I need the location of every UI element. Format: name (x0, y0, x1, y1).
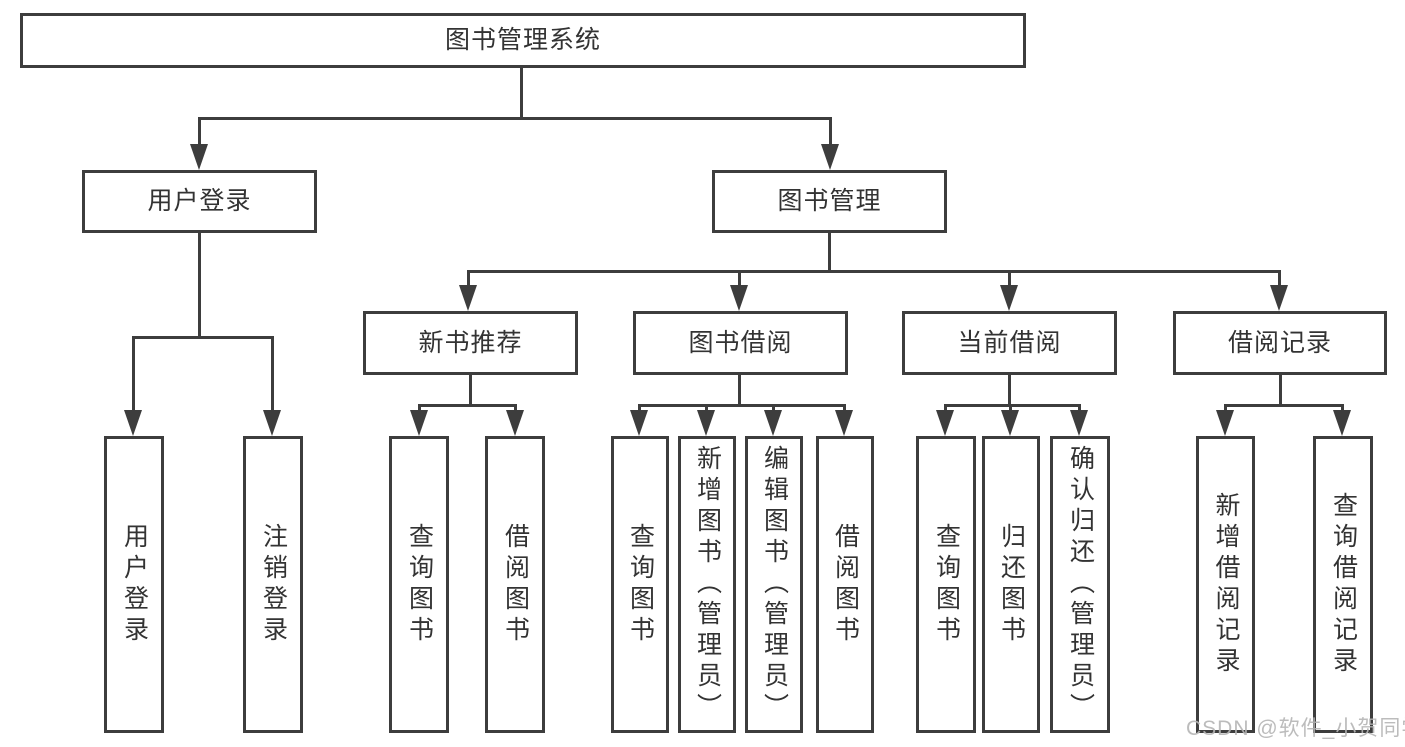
leaf-logout: 注销登录 (243, 436, 303, 733)
connector-line (944, 404, 1081, 407)
node-label: 新增借阅记录 (1212, 491, 1240, 678)
connector-line (638, 404, 641, 414)
node-label: 图书管理系统 (444, 26, 601, 54)
arrow-down-icon (263, 410, 281, 436)
arrow-down-icon (410, 410, 428, 436)
arrow-down-icon (835, 410, 853, 436)
node-label: 确认归还（管理员） (1066, 445, 1095, 724)
leaf-query-books-1: 查询图书 (389, 436, 449, 733)
leaf-add-borrow-record: 新增借阅记录 (1196, 436, 1255, 733)
arrow-down-icon (821, 144, 839, 170)
leaf-user-login: 用户登录 (104, 436, 164, 733)
arrow-down-icon (936, 410, 954, 436)
connector-line (467, 270, 1281, 273)
connector-line (1008, 374, 1011, 407)
arrow-down-icon (1070, 410, 1088, 436)
arrow-down-icon (1001, 410, 1019, 436)
arrow-down-icon (697, 410, 715, 436)
leaf-query-books-3: 查询图书 (916, 436, 976, 733)
leaf-confirm-return-admin: 确认归还（管理员） (1050, 436, 1110, 733)
arrow-down-icon (190, 144, 208, 170)
connector-line (198, 232, 201, 339)
node-label: 编辑图书（管理员） (760, 445, 789, 724)
node-label: 查询图书 (626, 522, 655, 647)
connector-line (1224, 404, 1227, 414)
arrow-down-icon (506, 410, 524, 436)
watermark: CSDN @软件_小贺同学 (1186, 717, 1405, 740)
connector-line (1278, 270, 1281, 287)
leaf-query-books-2: 查询图书 (611, 436, 669, 733)
connector-line (271, 336, 274, 412)
node-label: 归还图书 (997, 522, 1026, 647)
connector-line (772, 404, 775, 414)
node-label: 查询图书 (405, 522, 434, 647)
node-label: 图书管理 (777, 187, 882, 215)
connector-line (828, 232, 831, 273)
arrow-down-icon (764, 410, 782, 436)
node-label: 注销登录 (259, 522, 288, 647)
node-label: 用户登录 (120, 522, 149, 647)
node-library-management-system: 图书管理系统 (20, 13, 1026, 68)
node-label: 新增图书（管理员） (693, 445, 722, 724)
leaf-borrow-books-1: 借阅图书 (485, 436, 545, 733)
node-label: 新书推荐 (418, 328, 523, 357)
connector-line (638, 404, 846, 407)
node-label: 借阅记录 (1227, 328, 1332, 357)
connector-line (1279, 374, 1282, 407)
arrow-down-icon (1270, 285, 1288, 311)
connector-line (738, 270, 741, 287)
node-user-login: 用户登录 (82, 170, 317, 233)
connector-line (469, 374, 472, 407)
arrow-down-icon (124, 410, 142, 436)
connector-line (467, 270, 470, 287)
connector-line (705, 404, 708, 414)
arrow-down-icon (1333, 410, 1351, 436)
node-current-borrowing: 当前借阅 (902, 311, 1117, 375)
node-label: 借阅图书 (501, 522, 530, 647)
connector-line (738, 374, 741, 407)
connector-line (1341, 404, 1344, 414)
arrow-down-icon (630, 410, 648, 436)
node-label: 查询图书 (932, 522, 961, 647)
node-book-borrowing: 图书借阅 (633, 311, 848, 375)
leaf-add-book-admin: 新增图书（管理员） (678, 436, 736, 733)
connector-line (198, 117, 201, 145)
leaf-borrow-books-2: 借阅图书 (816, 436, 874, 733)
node-label: 用户登录 (147, 187, 252, 215)
leaf-edit-book-admin: 编辑图书（管理员） (745, 436, 803, 733)
node-book-management: 图书管理 (712, 170, 947, 233)
connector-line (418, 404, 421, 414)
connector-line (198, 117, 832, 120)
connector-line (1078, 404, 1081, 414)
connector-line (944, 404, 947, 414)
connector-line (520, 68, 523, 118)
node-label: 借阅图书 (831, 522, 860, 647)
connector-line (132, 336, 135, 412)
node-new-book-recommendation: 新书推荐 (363, 311, 578, 375)
connector-line (418, 404, 517, 407)
node-label: 当前借阅 (957, 328, 1062, 357)
node-label: 图书借阅 (688, 328, 793, 357)
connector-line (132, 336, 274, 339)
connector-line (829, 117, 832, 145)
arrow-down-icon (1000, 285, 1018, 311)
arrow-down-icon (459, 285, 477, 311)
node-label: 查询借阅记录 (1329, 491, 1358, 678)
connector-line (1224, 404, 1344, 407)
connector-line (843, 404, 846, 414)
arrow-down-icon (1216, 410, 1234, 436)
connector-line (1009, 404, 1012, 414)
arrow-down-icon (730, 285, 748, 311)
node-borrowing-records: 借阅记录 (1173, 311, 1387, 375)
leaf-query-borrow-record: 查询借阅记录 (1313, 436, 1373, 733)
leaf-return-books: 归还图书 (982, 436, 1040, 733)
connector-line (1008, 270, 1011, 287)
connector-line (514, 404, 517, 414)
